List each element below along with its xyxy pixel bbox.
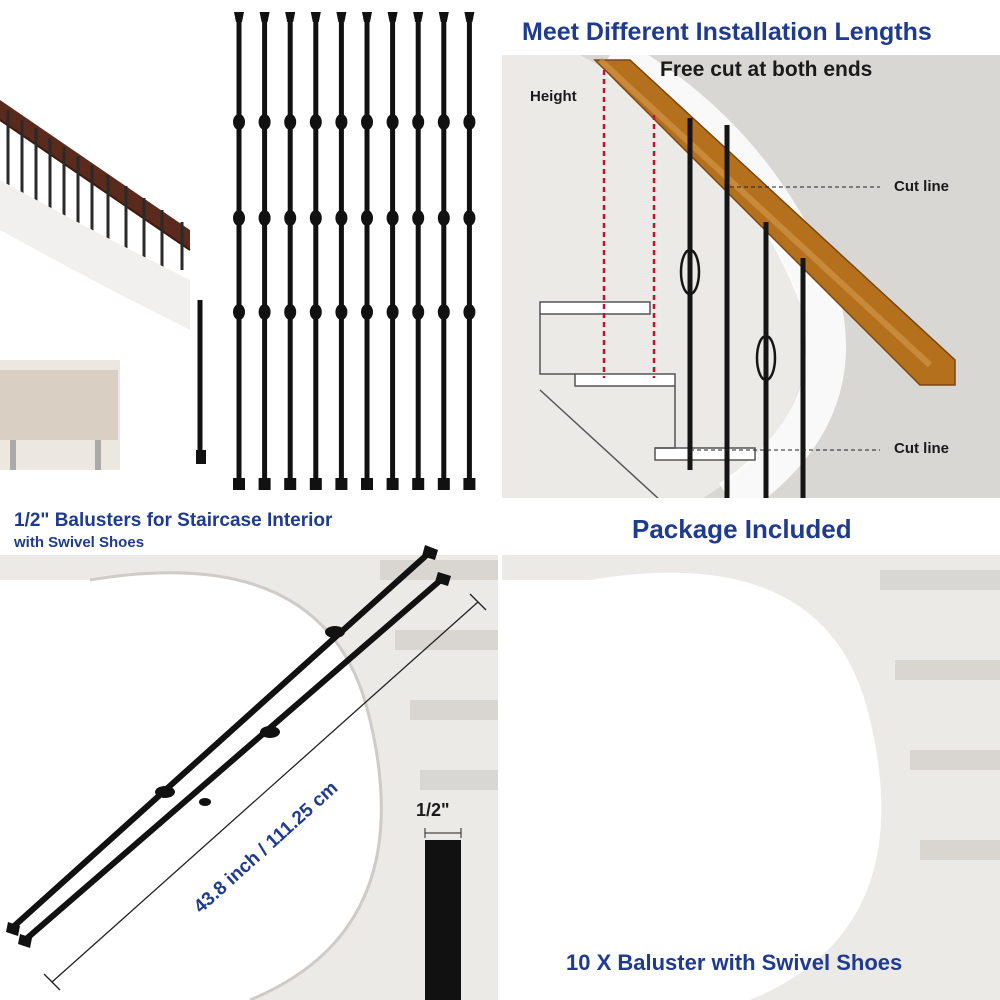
installation-diagram — [500, 37, 1000, 500]
baluster — [386, 12, 399, 490]
divider-horizontal — [0, 498, 1000, 502]
cut-lines — [690, 186, 880, 451]
product-photo-panel — [0, 0, 500, 500]
cut-line-bottom-label: Cut line — [894, 440, 949, 457]
product-photo — [0, 12, 476, 490]
free-cut-label: Free cut at both ends — [660, 58, 873, 81]
height-marks — [602, 70, 656, 378]
baluster — [412, 12, 425, 490]
baluster — [335, 12, 348, 490]
spec-title-line2: with Swivel Shoes — [14, 534, 145, 551]
stair-steps-drawing — [539, 301, 756, 500]
spec-title-line1: 1/2" Balusters for Staircase Interior — [14, 510, 333, 531]
spec-diagram — [0, 545, 500, 1000]
baluster — [463, 12, 476, 490]
length-dimension-line — [43, 593, 487, 991]
package-photo — [500, 555, 1000, 1000]
baluster-row — [233, 12, 476, 490]
spec-balusters — [9, 549, 446, 943]
profile-bar — [425, 840, 461, 1000]
baluster — [284, 12, 297, 490]
baluster — [258, 12, 271, 490]
baluster — [309, 12, 322, 490]
width-label: 1/2" — [416, 800, 450, 820]
spec-panel: 1/2" Balusters for Staircase Interior wi… — [0, 500, 500, 1000]
cut-line-top-label: Cut line — [894, 178, 949, 195]
package-panel: Package Included 10 X Baluster with Swiv… — [500, 500, 1000, 1000]
installation-heading: Meet Different Installation Lengths — [522, 18, 932, 46]
baluster — [233, 12, 245, 490]
package-caption: 10 X Baluster with Swivel Shoes — [566, 950, 903, 975]
basket-twists — [679, 248, 777, 382]
installation-panel: Meet Different Installation Lengths Free… — [500, 0, 1000, 500]
height-label: Height — [530, 88, 577, 105]
package-heading: Package Included — [632, 514, 852, 544]
baluster — [437, 12, 450, 490]
staircase-scene — [0, 100, 206, 470]
baluster — [361, 12, 373, 490]
